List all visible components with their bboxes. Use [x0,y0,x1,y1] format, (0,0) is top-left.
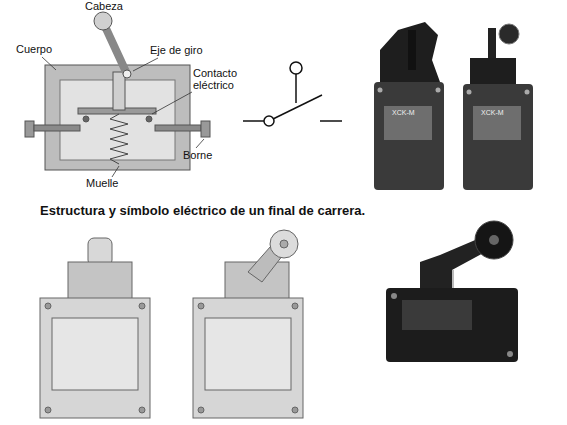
part-label: Borne [183,150,212,162]
part-label: Contacto eléctrico [193,68,255,91]
switch-photo [374,22,533,190]
model-marking: XCK-M [392,109,415,116]
part-label: Cabeza [85,1,123,13]
switch-photo [40,230,303,418]
part-label: Muelle [86,178,118,190]
switch-photo [386,221,518,362]
model-marking: XCK-M [481,109,504,116]
part-label: Eje de giro [150,45,203,57]
switch-symbol [243,62,342,126]
leader-lines [42,57,204,177]
part-label: Cuerpo [16,44,52,56]
structure-drawing [25,12,210,170]
figure-caption: Estructura y símbolo eléctrico de un fin… [40,203,375,220]
